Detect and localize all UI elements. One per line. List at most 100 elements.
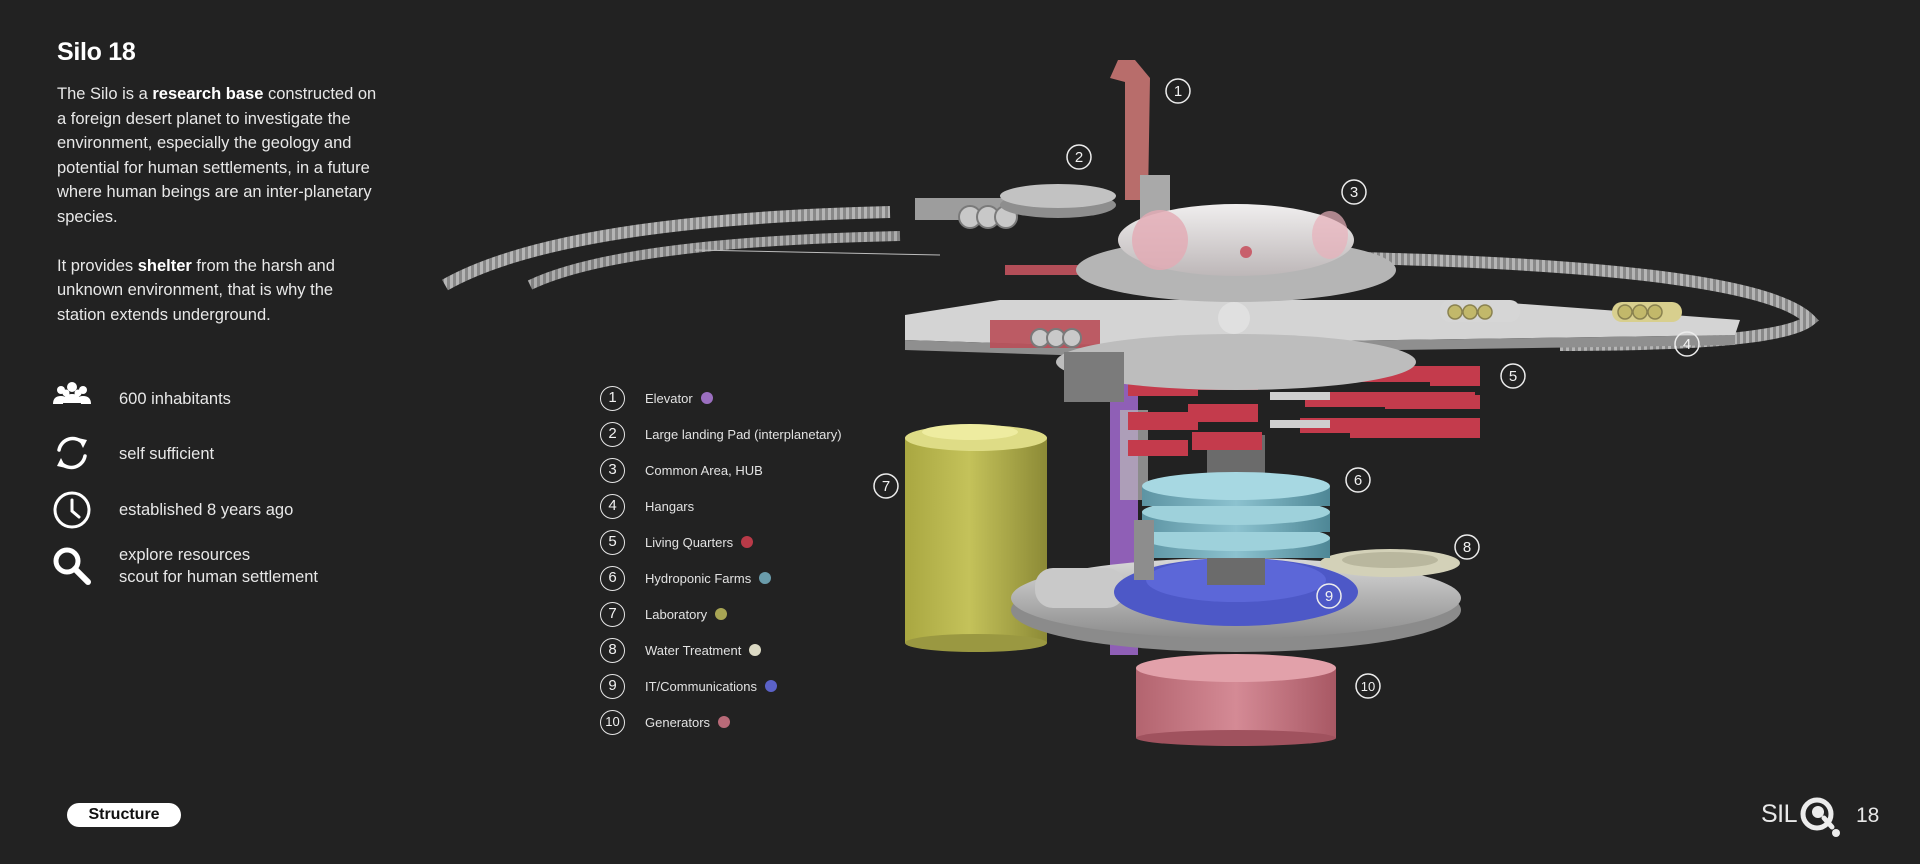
legend-number-badge: 4 xyxy=(600,494,625,519)
fact-inhabitants: 600 inhabitants xyxy=(50,376,410,426)
fact-explore: explore resources scout for human settle… xyxy=(50,544,410,594)
intro-emphasis: research base xyxy=(152,85,264,103)
legend-number-badge: 8 xyxy=(600,638,625,663)
common-area-hub xyxy=(1076,204,1396,334)
callout-ring xyxy=(1500,363,1526,389)
legend-label: Common Area, HUB xyxy=(645,463,763,478)
callout-ring xyxy=(1355,673,1381,699)
intro-run: The Silo is a xyxy=(57,85,153,103)
diagram-callout-10: 10 xyxy=(1355,673,1381,699)
legend-number-badge: 7 xyxy=(600,602,625,627)
legend-label-text: Elevator xyxy=(645,391,693,406)
diagram-callout-8: 8 xyxy=(1454,534,1480,560)
cycle-arrows-icon xyxy=(57,436,87,470)
intro-run: constructed on a foreign desert planet t… xyxy=(57,85,377,226)
callout-number: 9 xyxy=(1325,588,1333,605)
section-chip: Structure xyxy=(67,803,181,827)
legend-label: IT/Communications xyxy=(645,679,777,694)
legend-label-text: Large landing Pad (interplanetary) xyxy=(645,427,842,442)
legend-label: Large landing Pad (interplanetary) xyxy=(645,427,842,442)
legend-number-badge: 9 xyxy=(600,674,625,699)
legend-label-text: Laboratory xyxy=(645,607,708,622)
intro-paragraph-1: The Silo is a research base constructed … xyxy=(57,82,377,229)
intro-run: It provides xyxy=(57,256,138,275)
callout-number: 10 xyxy=(1361,679,1375,694)
logo-wordmark: SIL xyxy=(1761,800,1798,828)
upper-deck xyxy=(905,300,1740,402)
legend-item: 5 Living Quarters xyxy=(600,530,860,558)
callout-ring xyxy=(1341,179,1367,205)
legend-color-dot xyxy=(700,392,713,404)
legend-item: 2 Large landing Pad (interplanetary) xyxy=(600,422,860,450)
legend-label: Living Quarters xyxy=(645,535,754,550)
legend-number-badge: 6 xyxy=(600,566,625,591)
diagram-callout-4: 4 xyxy=(1674,331,1700,357)
legend-color-dot xyxy=(749,644,762,656)
callout-number: 2 xyxy=(1075,149,1083,166)
legend-item: 3 Common Area, HUB xyxy=(600,458,860,486)
legend-color-dot xyxy=(715,608,728,620)
intro-run: from the harsh and unknown environment, … xyxy=(57,256,335,324)
legend-number-badge: 10 xyxy=(600,710,625,735)
fact-line: explore resources xyxy=(119,546,251,564)
people-group-icon xyxy=(53,382,91,404)
hydroponic-farms xyxy=(1134,435,1330,585)
legend-number-badge: 2 xyxy=(600,422,625,447)
legend-label: Laboratory xyxy=(645,607,728,622)
legend-color-dot xyxy=(718,716,731,728)
legend-item: 9 IT/Communications xyxy=(600,674,860,702)
callout-number: 8 xyxy=(1463,539,1471,556)
legend-label: Hangars xyxy=(645,499,694,514)
fact-text: 600 inhabitants xyxy=(119,390,231,408)
search-icon xyxy=(53,547,91,585)
legend-label-text: Hydroponic Farms xyxy=(645,571,752,586)
callout-number: 5 xyxy=(1509,368,1517,385)
legend-label: Generators xyxy=(645,715,731,730)
legend-item: 6 Hydroponic Farms xyxy=(600,566,860,594)
clock-icon xyxy=(53,491,91,529)
legend-label-text: Water Treatment xyxy=(645,643,742,658)
legend-number-badge: 3 xyxy=(600,458,625,483)
callout-number: 3 xyxy=(1350,184,1358,201)
diagram-callout-5: 5 xyxy=(1500,363,1526,389)
fact-self-sufficient: self sufficient xyxy=(50,431,410,481)
legend-color-dot xyxy=(741,536,754,548)
fact-established: established 8 years ago xyxy=(50,488,410,538)
legend-color-dot xyxy=(764,680,777,692)
landing-pad xyxy=(915,184,1116,275)
page-number: 18 xyxy=(1856,804,1880,827)
legend-label: Water Treatment xyxy=(645,643,762,658)
diagram-callout-7: 7 xyxy=(873,473,899,499)
callout-ring xyxy=(873,473,899,499)
fact-text: explore resources scout for human settle… xyxy=(119,544,318,588)
diagram-callout-2: 2 xyxy=(1066,144,1092,170)
page-title: Silo 18 xyxy=(57,38,136,66)
generators-block xyxy=(1136,654,1336,746)
logo-mark-icon xyxy=(1800,797,1840,837)
callout-ring xyxy=(1674,331,1700,357)
legend-number-badge: 5 xyxy=(600,530,625,555)
outer-ring-left xyxy=(442,206,941,291)
callout-ring xyxy=(1454,534,1480,560)
diagram-callout-3: 3 xyxy=(1341,179,1367,205)
diagram-callout-1: 1 xyxy=(1165,78,1191,104)
callout-ring xyxy=(1345,467,1371,493)
callout-number: 4 xyxy=(1683,336,1691,353)
legend-item: 8 Water Treatment xyxy=(600,638,860,666)
legend-label: Elevator xyxy=(645,391,713,406)
legend-item: 7 Laboratory xyxy=(600,602,860,630)
callout-ring xyxy=(1165,78,1191,104)
intro-paragraph-2: It provides shelter from the harsh and u… xyxy=(57,254,377,328)
callout-ring xyxy=(1316,583,1342,609)
legend-label-text: IT/Communications xyxy=(645,679,757,694)
legend-label-text: Hangars xyxy=(645,499,695,514)
fact-text: established 8 years ago xyxy=(119,501,294,519)
callout-ring xyxy=(1066,144,1092,170)
diagram-callouts: 1 2 3 4 5 6 7 8 9 10 xyxy=(873,78,1700,699)
legend-label-text: Common Area, HUB xyxy=(645,463,763,478)
intro-text: The Silo is a research base constructed … xyxy=(57,82,377,327)
intro-emphasis: shelter xyxy=(137,256,192,275)
fact-line: scout for human settlement xyxy=(119,568,319,586)
diagram-callout-6: 6 xyxy=(1345,467,1371,493)
